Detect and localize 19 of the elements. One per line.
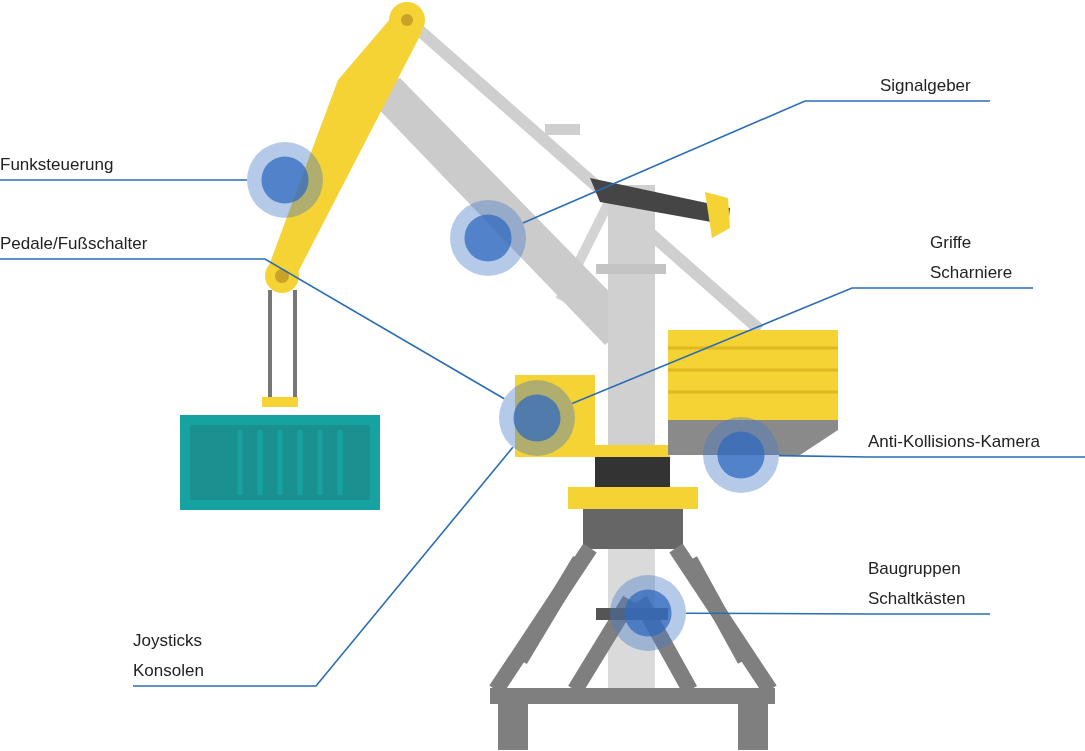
hotspot-marker [610, 575, 686, 651]
callout-label: Anti-Kollisions-Kamera [868, 427, 1085, 457]
callout-label: Baugruppen Schaltkästen [868, 554, 990, 614]
leader-line [522, 100, 991, 224]
callout-label: Griffe Scharniere [930, 228, 1033, 288]
leader-line [0, 258, 505, 400]
callout-label: Funksteuerung [0, 150, 150, 180]
callout-label: Joysticks Konsolen [133, 626, 223, 686]
callout-label: Signalgeber [880, 71, 990, 101]
leader-line [778, 454, 1085, 458]
callout-label: Pedale/Fußschalter [0, 229, 190, 259]
hotspot-marker [703, 417, 779, 493]
hotspot-marker [450, 200, 526, 276]
leader-line [132, 446, 514, 687]
leader-line [571, 287, 1034, 405]
hotspot-marker [499, 380, 575, 456]
hotspot-marker [247, 142, 323, 218]
leader-line [685, 612, 991, 615]
leader-line [0, 179, 248, 181]
